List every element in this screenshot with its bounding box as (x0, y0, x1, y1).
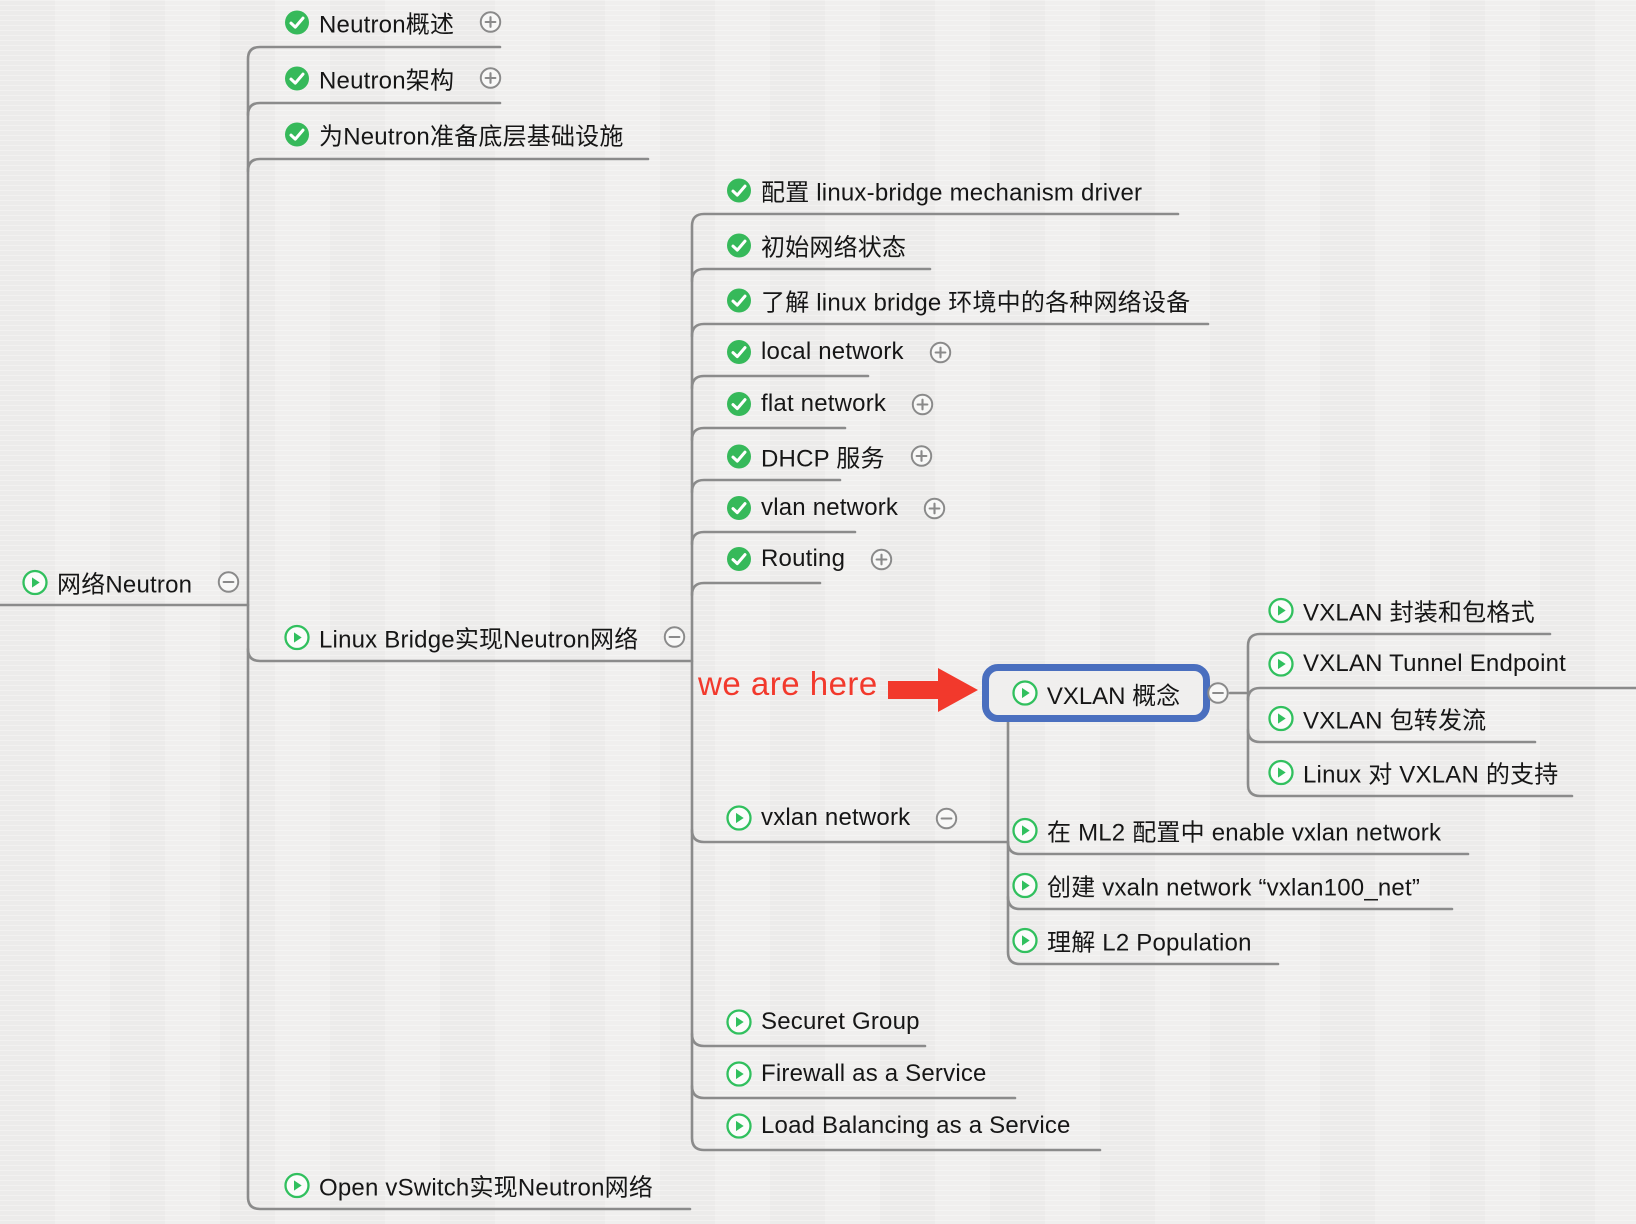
check-icon (726, 443, 752, 469)
play-icon (726, 1113, 752, 1139)
topic-label: VXLAN 封装和包格式 (1303, 599, 1535, 627)
play-icon (1012, 872, 1038, 898)
topic-label: 创建 vxaln network “vxlan100_net” (1047, 874, 1421, 902)
check-icon (726, 546, 752, 572)
topic-label: 配置 linux-bridge mechanism driver (761, 179, 1143, 207)
play-icon (1268, 597, 1294, 623)
topic-label: Linux 对 VXLAN 的支持 (1303, 761, 1559, 789)
collapse-toggle-icon[interactable] (935, 807, 958, 830)
topic-vxlan-encapsulation[interactable]: VXLAN 封装和包格式 (1268, 593, 1535, 628)
red-arrow-icon (888, 668, 978, 712)
expand-toggle-icon[interactable] (923, 497, 946, 520)
topic-initial-network-state[interactable]: 初始网络状态 (726, 228, 906, 263)
topic-label: 理解 L2 Population (1047, 929, 1252, 957)
expand-toggle-icon[interactable] (929, 341, 952, 364)
expand-toggle-icon[interactable] (910, 445, 933, 468)
topic-neutron-architecture[interactable]: Neutron架构 (284, 61, 502, 96)
play-icon (1268, 651, 1294, 677)
check-icon (284, 65, 310, 91)
topic-label: Open vSwitch实现Neutron网络 (319, 1174, 654, 1202)
play-icon (284, 624, 310, 650)
topic-label: VXLAN 概念 (1046, 682, 1181, 710)
check-icon (726, 339, 752, 365)
topic-vxlan-tunnel-endpoint[interactable]: VXLAN Tunnel Endpoint (1268, 650, 1566, 678)
topic-root-network-neutron[interactable]: 网络Neutron (22, 565, 240, 600)
topic-flat-network[interactable]: flat network (726, 390, 934, 418)
topic-vxlan-network[interactable]: vxlan network (726, 804, 958, 832)
topic-linux-bridge[interactable]: Linux Bridge实现Neutron网络 (284, 620, 686, 655)
topic-label: vxlan network (761, 804, 911, 831)
topic-label: 为Neutron准备底层基础设施 (319, 123, 624, 151)
topic-label: Firewall as a Service (761, 1060, 987, 1087)
topic-label: Routing (761, 545, 846, 572)
expand-toggle-icon[interactable] (479, 11, 502, 34)
topic-label: Neutron概述 (319, 11, 455, 39)
topic-l2-population[interactable]: 理解 L2 Population (1012, 923, 1252, 958)
topic-label: local network (761, 338, 904, 365)
topic-vlan-network[interactable]: vlan network (726, 494, 946, 522)
play-icon (284, 1172, 310, 1198)
topic-dhcp-service[interactable]: DHCP 服务 (726, 439, 933, 474)
topic-label: 了解 linux bridge 环境中的各种网络设备 (761, 289, 1191, 317)
topic-ml2-enable-vxlan[interactable]: 在 ML2 配置中 enable vxlan network (1012, 813, 1441, 848)
topic-firewall-as-a-service[interactable]: Firewall as a Service (726, 1060, 987, 1088)
topic-local-network[interactable]: local network (726, 338, 952, 366)
topic-label: 网络Neutron (57, 571, 193, 599)
topic-open-vswitch[interactable]: Open vSwitch实现Neutron网络 (284, 1168, 653, 1203)
play-icon (1012, 680, 1038, 706)
play-icon (22, 569, 48, 595)
topic-label: Securet Group (761, 1008, 920, 1035)
check-icon (284, 121, 310, 147)
topic-neutron-overview[interactable]: Neutron概述 (284, 5, 502, 40)
play-icon (1012, 927, 1038, 953)
topic-prepare-infrastructure[interactable]: 为Neutron准备底层基础设施 (284, 117, 624, 152)
expand-toggle-icon[interactable] (870, 548, 893, 571)
topic-label: DHCP 服务 (761, 445, 885, 473)
topic-label: VXLAN Tunnel Endpoint (1303, 650, 1567, 677)
play-icon (1268, 759, 1294, 785)
play-icon (1268, 705, 1294, 731)
topic-config-linux-bridge-driver[interactable]: 配置 linux-bridge mechanism driver (726, 173, 1142, 208)
play-icon (726, 1009, 752, 1035)
check-icon (726, 232, 752, 258)
collapse-toggle-icon[interactable] (663, 626, 686, 649)
topic-vxlan-packet-flow[interactable]: VXLAN 包转发流 (1268, 701, 1486, 736)
expand-toggle-icon[interactable] (911, 393, 934, 416)
check-icon (726, 287, 752, 313)
play-icon (726, 1061, 752, 1087)
check-icon (726, 391, 752, 417)
check-icon (726, 495, 752, 521)
topic-label: vlan network (761, 494, 899, 521)
check-icon (726, 177, 752, 203)
expand-toggle-icon[interactable] (479, 67, 502, 90)
topic-load-balancing-as-a-service[interactable]: Load Balancing as a Service (726, 1112, 1071, 1140)
topic-label: VXLAN 包转发流 (1303, 707, 1487, 735)
play-icon (1012, 817, 1038, 843)
collapse-toggle-icon[interactable] (1207, 682, 1230, 705)
topic-linux-bridge-devices[interactable]: 了解 linux bridge 环境中的各种网络设备 (726, 283, 1190, 318)
collapse-toggle-icon[interactable] (217, 571, 240, 594)
we-are-here-annotation: we are here (698, 665, 878, 702)
play-icon (726, 805, 752, 831)
topic-label: flat network (761, 390, 887, 417)
topic-vxlan-concept[interactable]: VXLAN 概念 (982, 664, 1210, 722)
topic-routing[interactable]: Routing (726, 545, 893, 573)
check-icon (284, 9, 310, 35)
topic-securet-group[interactable]: Securet Group (726, 1008, 920, 1036)
topic-linux-vxlan-support[interactable]: Linux 对 VXLAN 的支持 (1268, 755, 1558, 790)
topic-create-vxlan100-net[interactable]: 创建 vxaln network “vxlan100_net” (1012, 868, 1420, 903)
topic-label: Neutron架构 (319, 67, 455, 95)
topic-label: Linux Bridge实现Neutron网络 (319, 626, 639, 654)
topic-label: 初始网络状态 (761, 234, 907, 262)
topic-label: 在 ML2 配置中 enable vxlan network (1047, 819, 1442, 847)
topic-label: Load Balancing as a Service (761, 1112, 1071, 1139)
